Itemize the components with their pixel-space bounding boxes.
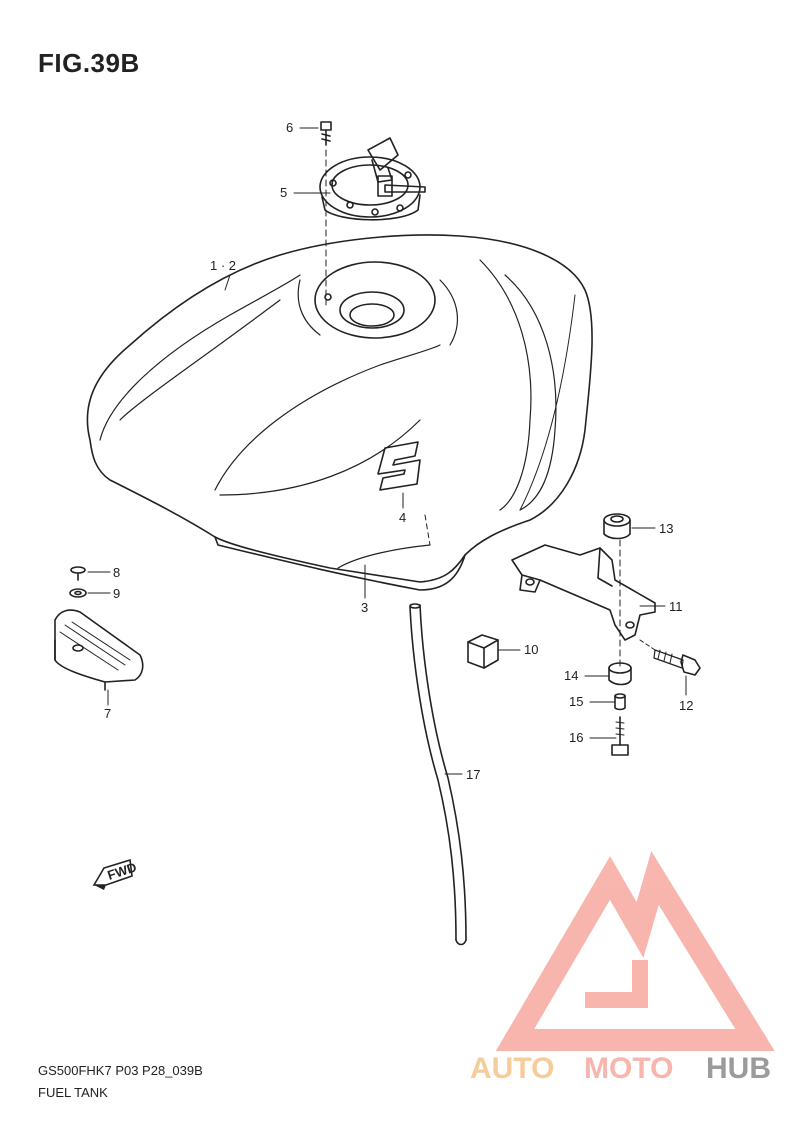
rubber-cushion[interactable] — [54, 609, 144, 691]
watermark-auto: AUTO — [470, 1052, 554, 1085]
leader-lines — [87, 127, 687, 775]
callout-10: 10 — [524, 642, 538, 657]
figure-code: GS500FHK7 P03 P28_039B — [38, 1063, 203, 1078]
callout-8: 8 — [113, 565, 120, 580]
callout-11: 11 — [669, 599, 683, 614]
cap-screw[interactable] — [320, 121, 332, 306]
callout-7: 7 — [104, 706, 111, 721]
callout-1-2: 1 · 2 — [210, 258, 236, 273]
callout-6: 6 — [286, 120, 293, 135]
callout-3: 3 — [361, 600, 368, 615]
fwd-arrow-icon: FWD — [92, 858, 138, 890]
callout-12: 12 — [679, 698, 693, 713]
tank-bracket[interactable] — [511, 539, 656, 669]
figure-name: FUEL TANK — [38, 1085, 108, 1100]
callout-labels: 6 5 1 · 2 4 3 8 9 7 13 11 10 14 12 15 16… — [104, 120, 693, 782]
watermark-moto: MOTO — [584, 1052, 673, 1085]
bolt-8[interactable] — [70, 566, 86, 581]
callout-9: 9 — [113, 586, 120, 601]
fuel-cap[interactable] — [319, 137, 426, 221]
breather-hose[interactable] — [409, 603, 467, 946]
automotohub-watermark: AUTO MOTO HUB — [470, 851, 775, 1085]
washer-9[interactable] — [69, 588, 87, 598]
callout-13: 13 — [659, 521, 673, 536]
collar-15[interactable] — [614, 693, 626, 711]
bolt-16[interactable] — [611, 716, 629, 756]
callout-15: 15 — [569, 694, 583, 709]
cushion-14[interactable] — [608, 662, 632, 686]
suzuki-emblem[interactable] — [377, 441, 421, 491]
callout-14: 14 — [564, 668, 578, 683]
figure-title: FIG.39B — [38, 48, 140, 78]
fuel-tank[interactable] — [86, 234, 593, 591]
callout-5: 5 — [280, 185, 287, 200]
callout-4: 4 — [399, 510, 406, 525]
cushion-10[interactable] — [467, 634, 499, 669]
bolt-12[interactable] — [639, 639, 701, 676]
callout-16: 16 — [569, 730, 583, 745]
watermark-hub: HUB — [706, 1052, 771, 1085]
callout-17: 17 — [466, 767, 480, 782]
cushion-13[interactable] — [603, 513, 631, 540]
